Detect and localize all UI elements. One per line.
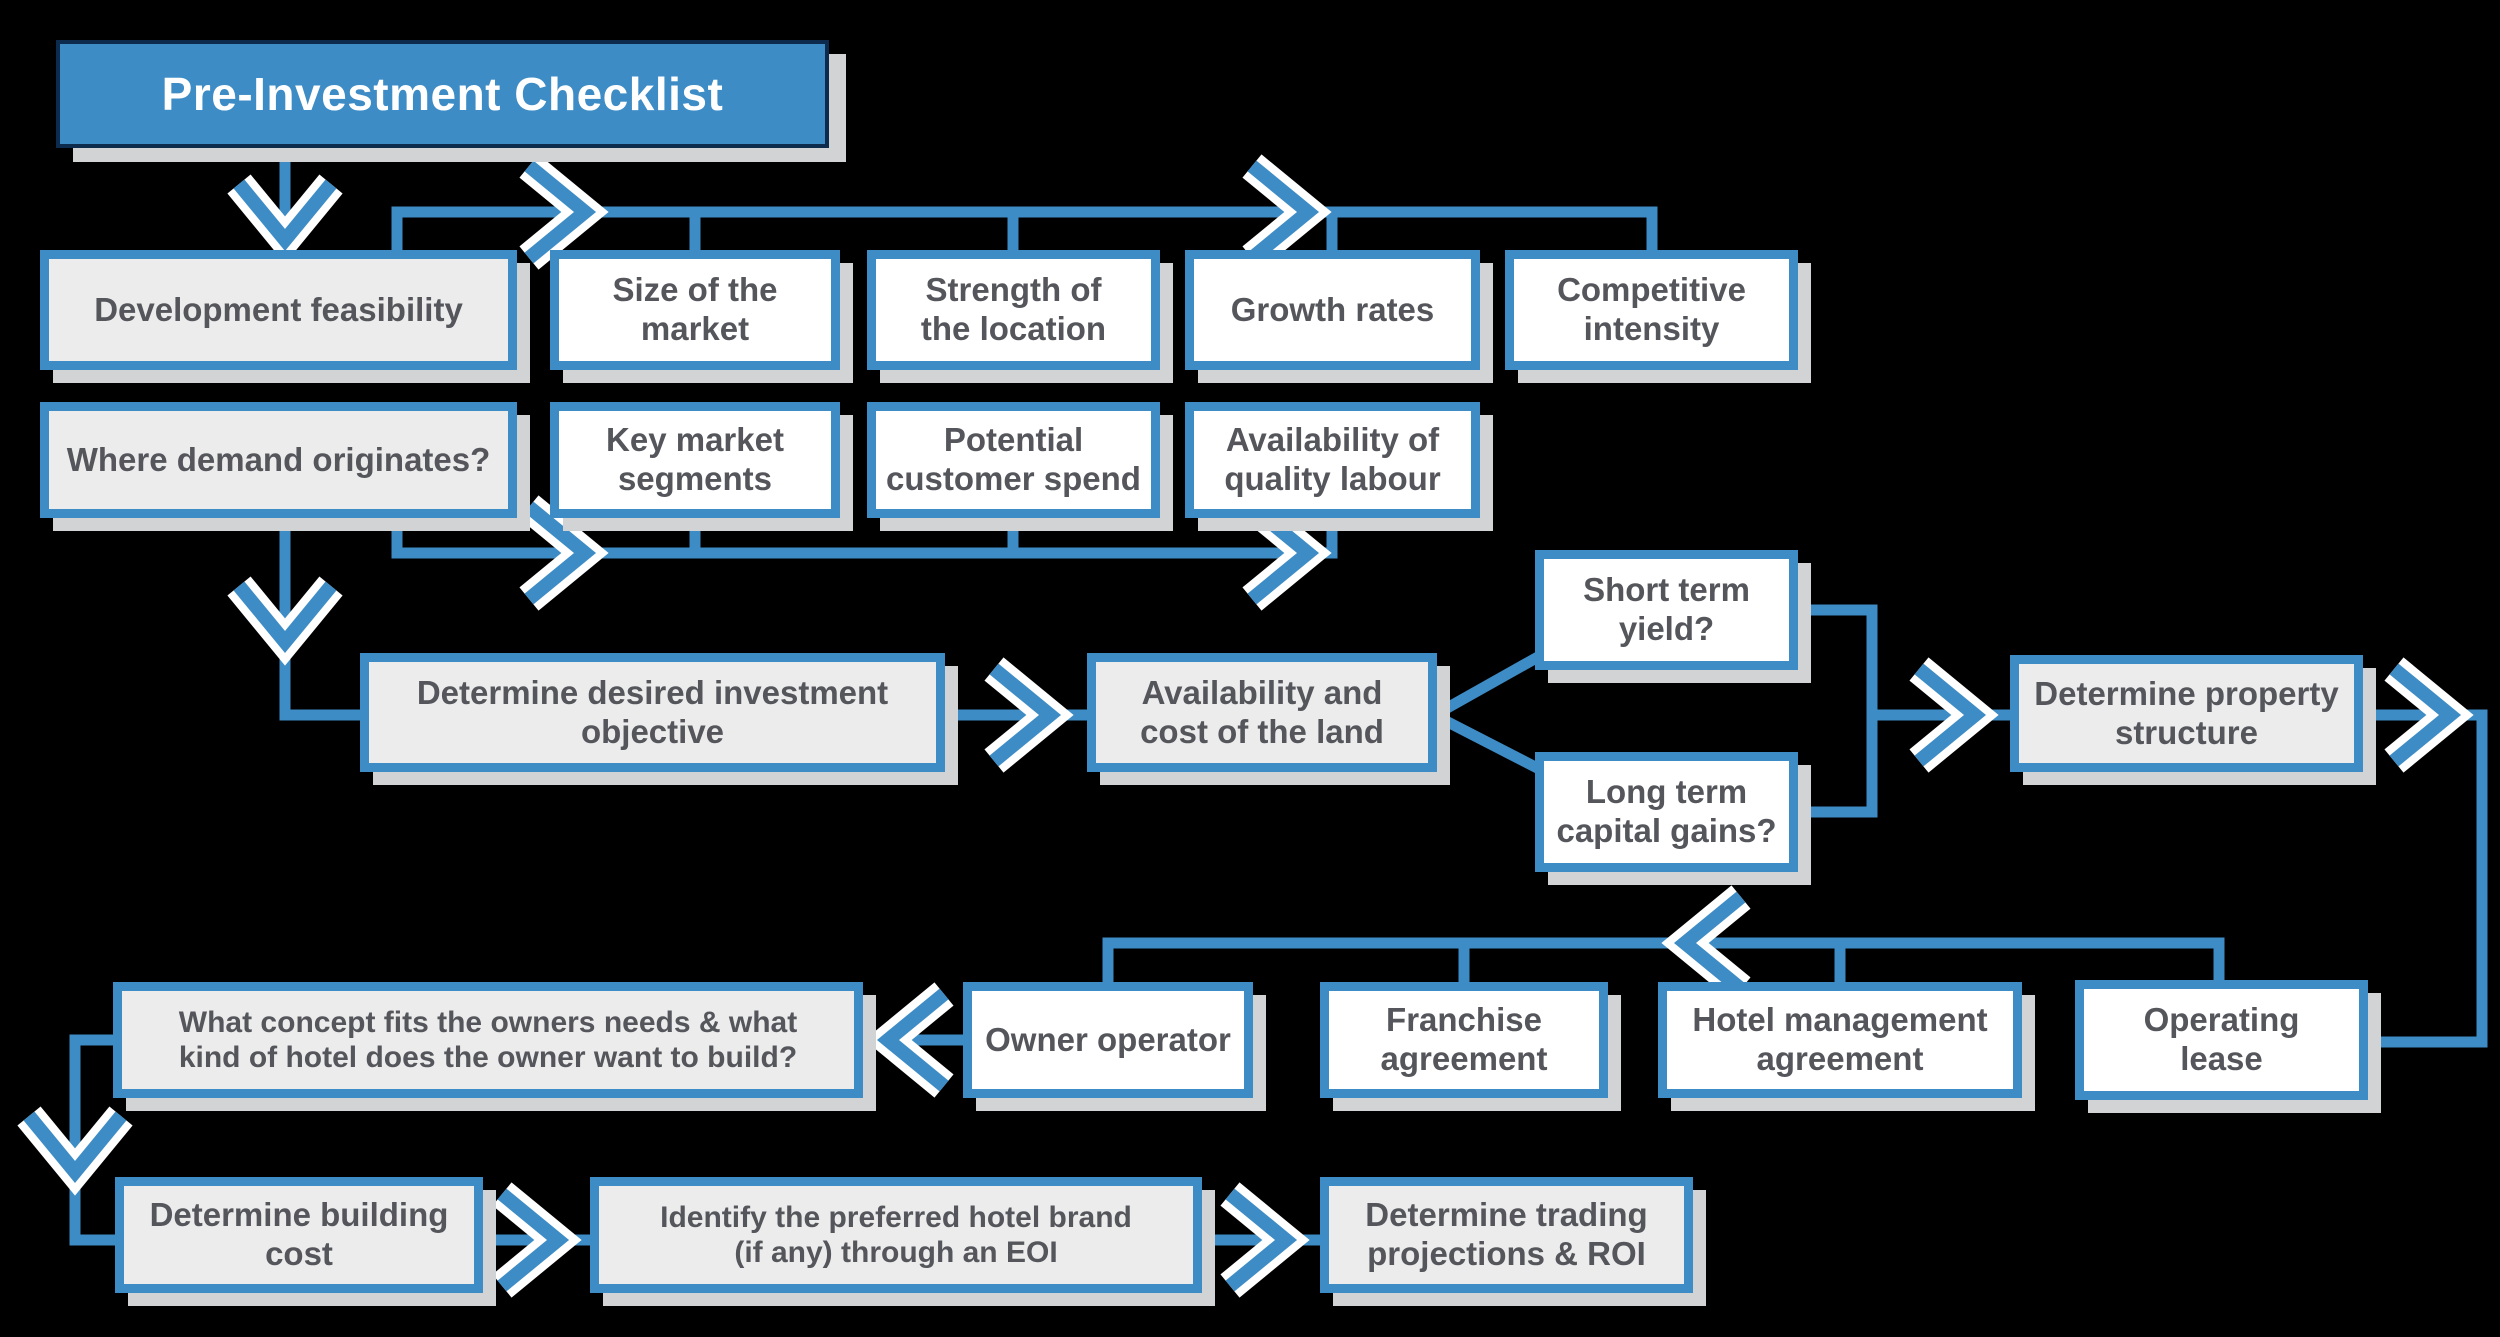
node-growth-rates: Growth rates [1185, 250, 1480, 370]
node-potential-customer-spend: Potential customer spend [867, 402, 1160, 518]
node-title: Pre-Investment Checklist [56, 40, 829, 148]
node-determine-building-cost: Determine building cost [115, 1177, 483, 1293]
node-key-market-segments: Key market segments [550, 402, 840, 518]
node-determine-trading-projections: Determine trading projections & ROI [1320, 1177, 1693, 1293]
connector-segment [1432, 645, 1553, 720]
arrowhead-right-icon [984, 657, 1074, 773]
arrowhead-right-icon [1242, 495, 1332, 611]
node-franchise-agreement: Franchise agreement [1320, 982, 1608, 1098]
node-competitive-intensity: Competitive intensity [1505, 250, 1798, 370]
connector-segment [1432, 710, 1553, 780]
node-short-term-yield: Short term yield? [1535, 550, 1798, 670]
node-determine-desired-investment-objective: Determine desired investment objective [360, 653, 945, 772]
node-availability-and-cost-of-the-land: Availability and cost of the land [1087, 653, 1437, 772]
arrowhead-left-icon [1661, 885, 1751, 1001]
arrowhead-right-icon [1242, 154, 1332, 270]
arrowhead-right-icon [2384, 657, 2474, 773]
arrowhead-right-icon [1909, 657, 1999, 773]
node-where-demand-originates: Where demand originates? [40, 402, 517, 518]
arrowhead-left-icon [864, 982, 954, 1098]
arrowhead-right-icon [519, 154, 609, 270]
node-what-concept-fits: What concept fits the owners needs & wha… [113, 982, 863, 1098]
node-hotel-management-agreement: Hotel management agreement [1658, 982, 2022, 1098]
node-long-term-capital-gains: Long term capital gains? [1535, 752, 1798, 872]
node-strength-of-the-location: Strength of the location [867, 250, 1160, 370]
node-operating-lease: Operating lease [2075, 980, 2368, 1100]
node-determine-property-structure: Determine property structure [2010, 655, 2363, 772]
node-identify-preferred-hotel-brand: Identify the preferred hotel brand (if a… [590, 1177, 1202, 1293]
arrowhead-down-icon [227, 174, 343, 264]
arrowhead-down-icon [17, 1106, 133, 1196]
node-development-feasibility: Development feasibility [40, 250, 517, 370]
node-size-of-the-market: Size of the market [550, 250, 840, 370]
arrowhead-right-icon [492, 1182, 582, 1298]
node-availability-of-quality-labour: Availability of quality labour [1185, 402, 1480, 518]
arrowhead-right-icon [519, 495, 609, 611]
arrowhead-down-icon [227, 576, 343, 666]
node-owner-operator: Owner operator [963, 982, 1253, 1098]
arrowhead-right-icon [1220, 1182, 1310, 1298]
